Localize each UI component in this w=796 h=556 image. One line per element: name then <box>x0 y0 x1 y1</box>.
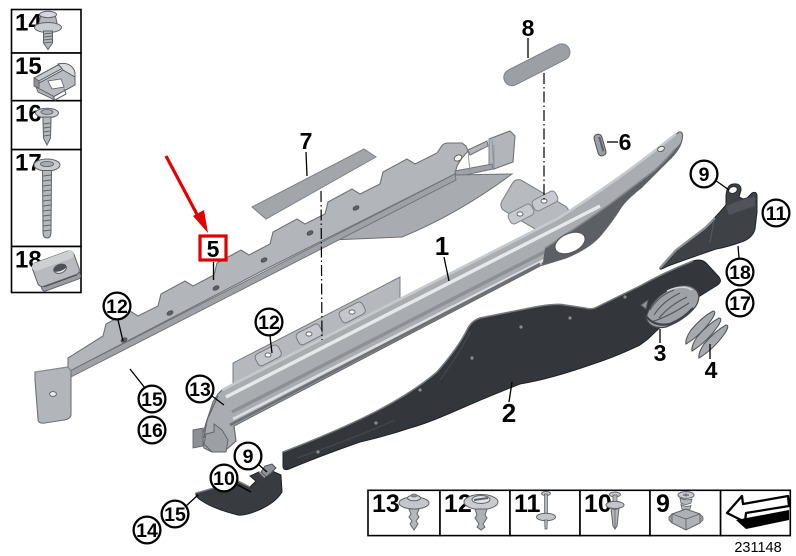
svg-text:15: 15 <box>164 504 186 526</box>
svg-text:12: 12 <box>106 296 128 318</box>
svg-text:13: 13 <box>189 379 211 401</box>
svg-text:17: 17 <box>729 293 751 315</box>
svg-text:15: 15 <box>141 389 163 411</box>
svg-text:12: 12 <box>258 312 280 334</box>
svg-text:15: 15 <box>15 53 42 80</box>
svg-text:11: 11 <box>514 490 541 518</box>
svg-text:1: 1 <box>435 231 449 261</box>
svg-text:13: 13 <box>372 490 400 518</box>
svg-text:10: 10 <box>213 468 235 490</box>
svg-text:14: 14 <box>136 520 158 542</box>
svg-text:11: 11 <box>766 203 787 225</box>
svg-text:7: 7 <box>300 128 313 154</box>
svg-text:231148: 231148 <box>734 540 781 556</box>
svg-text:14: 14 <box>15 10 42 37</box>
svg-text:16: 16 <box>141 420 163 442</box>
svg-text:4: 4 <box>705 357 718 383</box>
svg-text:8: 8 <box>522 15 535 41</box>
svg-text:6: 6 <box>619 129 632 155</box>
svg-text:5: 5 <box>207 236 220 262</box>
svg-text:18: 18 <box>729 262 751 284</box>
svg-text:9: 9 <box>656 490 670 518</box>
svg-text:3: 3 <box>654 340 667 366</box>
svg-text:9: 9 <box>699 164 710 186</box>
svg-text:2: 2 <box>502 398 516 428</box>
svg-text:9: 9 <box>243 446 254 468</box>
